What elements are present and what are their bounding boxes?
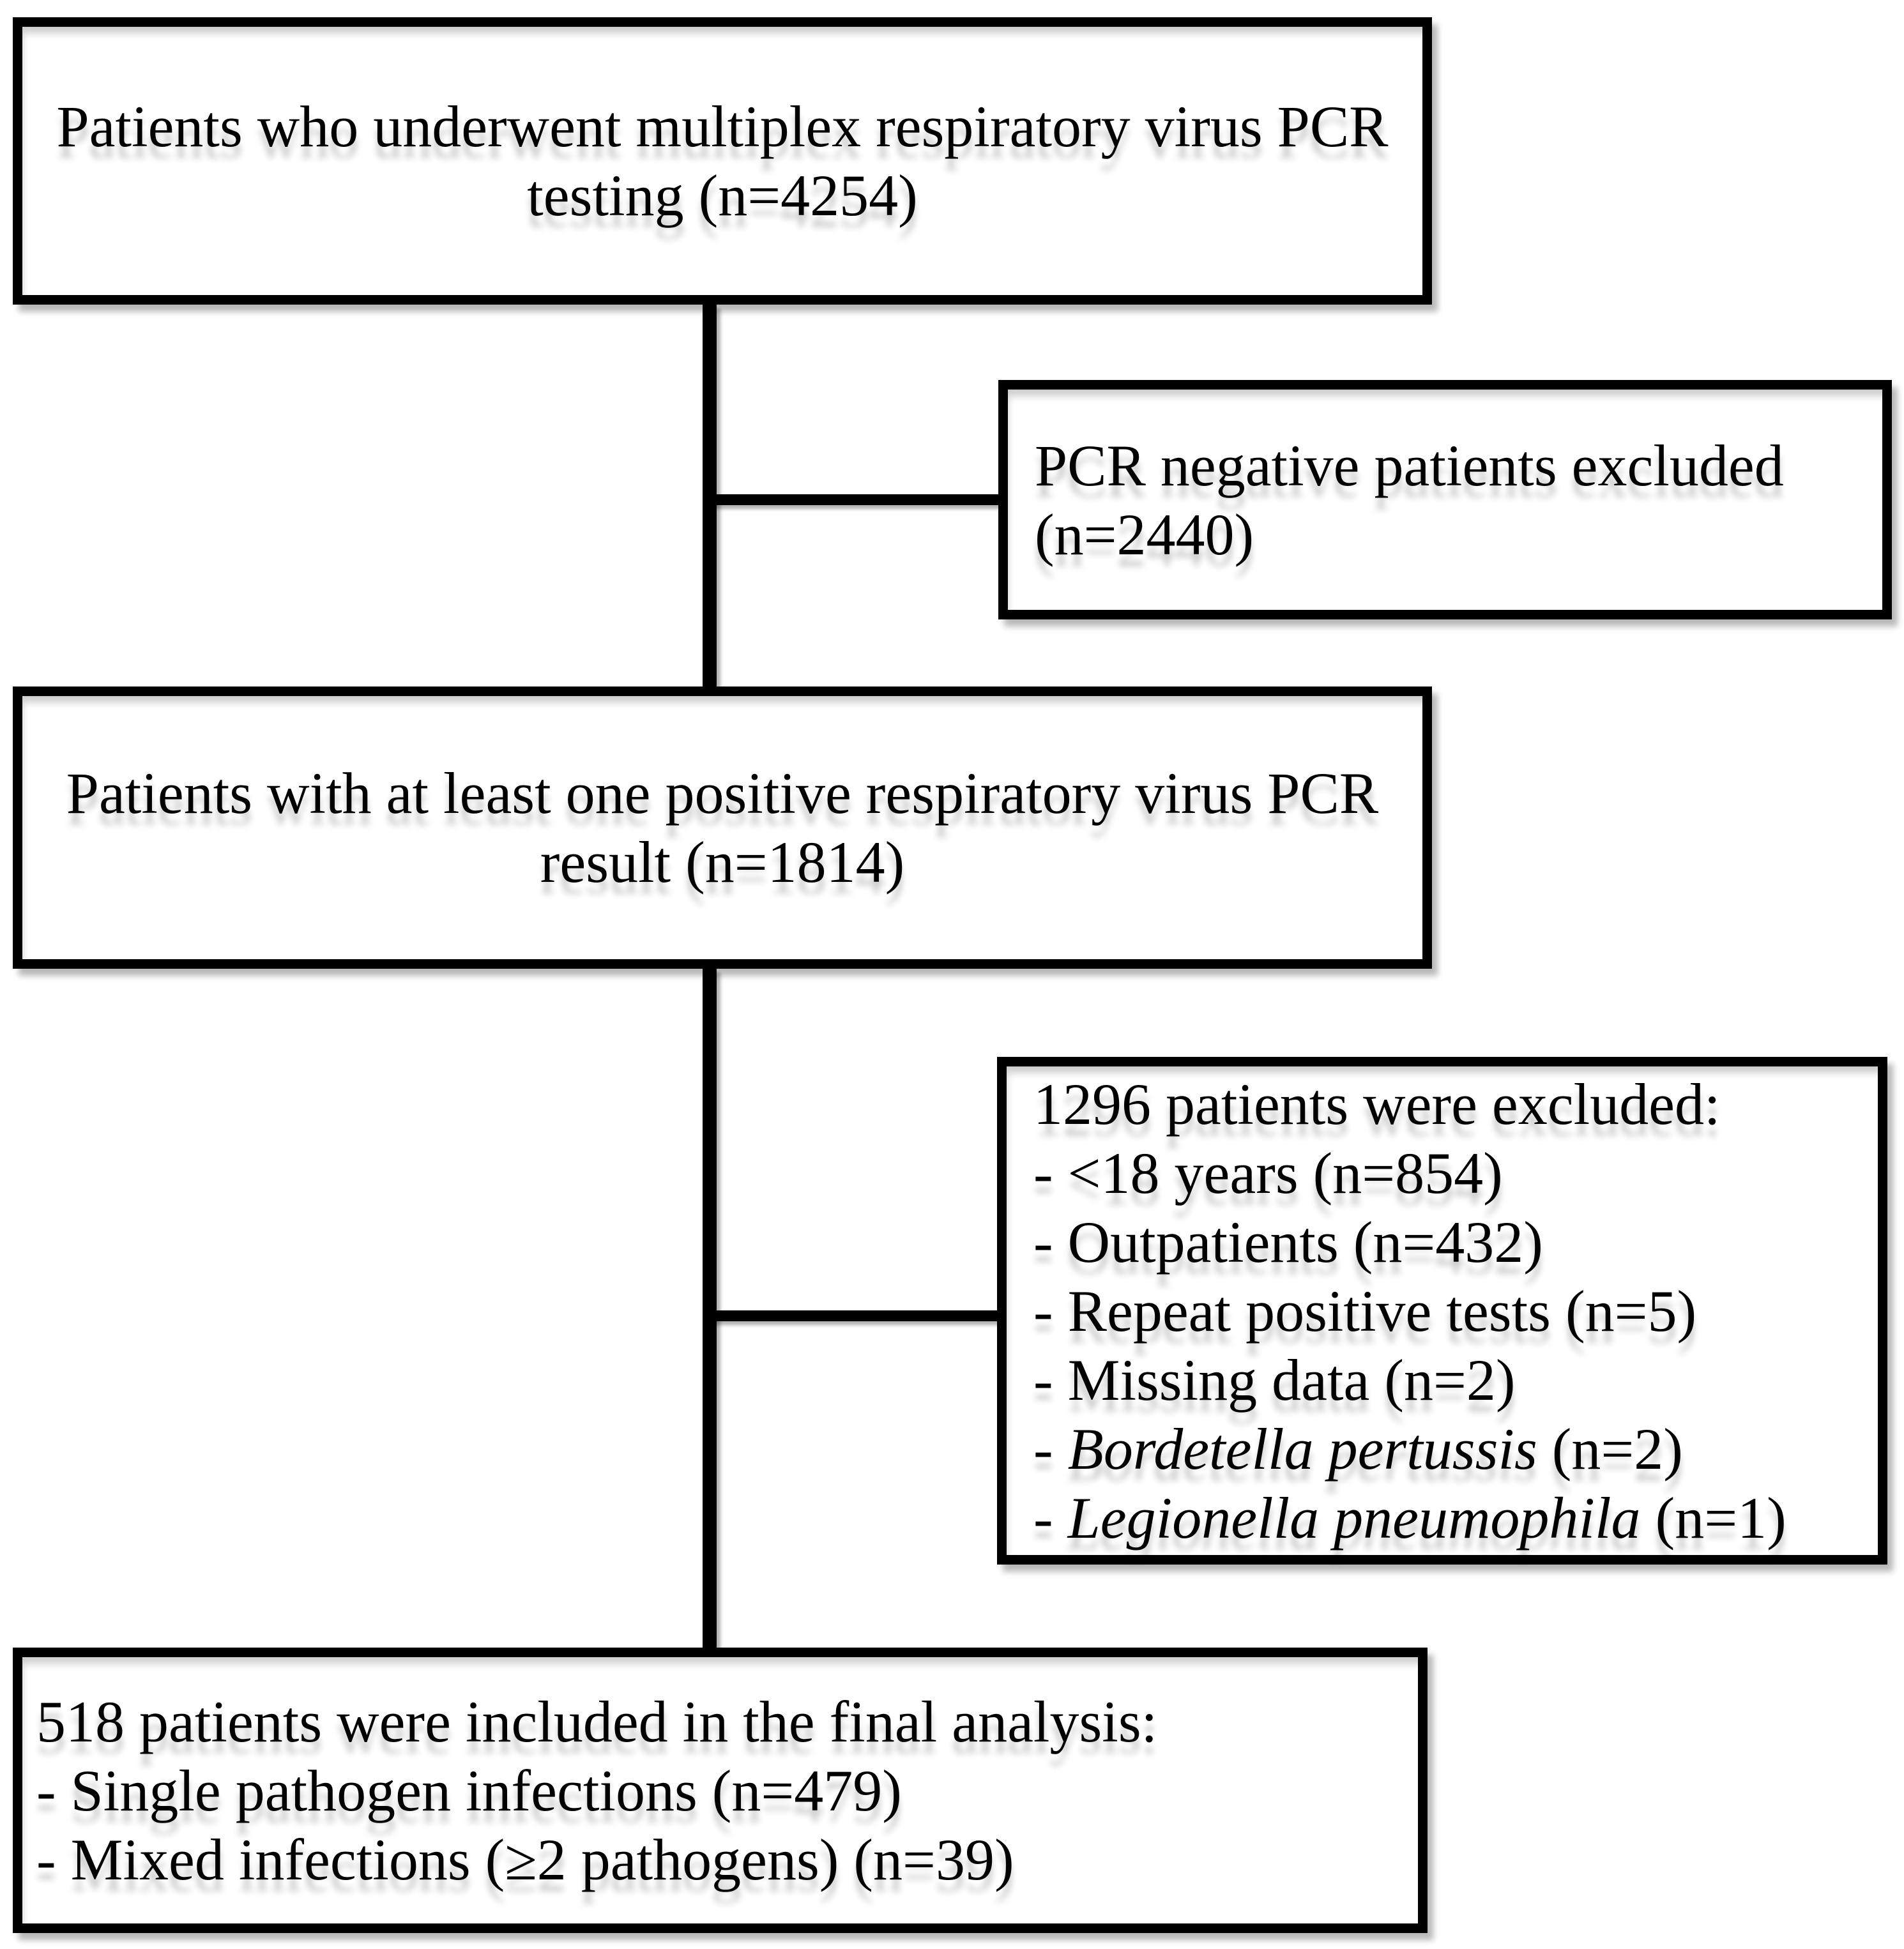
text-line: Patients who underwent multiplex respira… [56, 92, 1388, 161]
box-patients-tested: Patients who underwent multiplex respira… [13, 17, 1432, 305]
text-segment: - [1033, 1485, 1068, 1551]
box-final-analysis: 518 patients were included in the final … [13, 1648, 1428, 1933]
box-pcr-positive: Patients with at least one positive resp… [13, 686, 1432, 969]
italic-species-name: Bordetella pertussis [1067, 1416, 1537, 1482]
text-line: 1296 patients were excluded: [1033, 1070, 1721, 1139]
text-line: - <18 years (n=854) [1033, 1139, 1503, 1208]
box-pcr-negative-excluded: PCR negative patients excluded(n=2440) [998, 380, 1892, 619]
text-segment: Patients who underwent multiplex respira… [56, 94, 1389, 159]
text-segment: Patients with at least one positive resp… [66, 761, 1379, 826]
text-segment: - Outpatients (n=432) [1033, 1209, 1543, 1275]
connector-branch-to-excluded [703, 1310, 1008, 1321]
text-line: (n=2440) [1035, 500, 1254, 569]
text-segment: (n=1) [1640, 1485, 1786, 1551]
text-line: - Missing data (n=2) [1033, 1346, 1516, 1414]
text-segment: testing (n=4254) [527, 163, 918, 228]
text-line: - Legionella pneumophila (n=1) [1033, 1483, 1786, 1552]
italic-species-name: Legionella pneumophila [1067, 1485, 1641, 1551]
text-line: - Bordetella pertussis (n=2) [1033, 1414, 1683, 1483]
text-segment: - Repeat positive tests (n=5) [1033, 1278, 1697, 1344]
text-line: - Single pathogen infections (n=479) [36, 1756, 902, 1825]
text-segment: result (n=1814) [540, 830, 905, 895]
text-line: Patients with at least one positive resp… [66, 759, 1378, 828]
text-segment: - Mixed infections (≥2 pathogens) (n=39) [36, 1826, 1014, 1892]
text-segment: (n=2) [1537, 1416, 1683, 1482]
text-segment: - Single pathogen infections (n=479) [36, 1757, 902, 1823]
text-line: - Outpatients (n=432) [1033, 1208, 1543, 1277]
text-line: testing (n=4254) [527, 161, 917, 230]
text-segment: - <18 years (n=854) [1033, 1140, 1503, 1206]
text-segment: - Missing data (n=2) [1033, 1347, 1516, 1413]
text-line: - Repeat positive tests (n=5) [1033, 1277, 1696, 1346]
text-line: PCR negative patients excluded [1035, 431, 1784, 500]
text-segment: 518 patients were included in the final … [36, 1688, 1158, 1754]
text-segment: - [1033, 1416, 1068, 1482]
connector-positive-to-final [703, 969, 717, 1649]
box-excluded-1296: 1296 patients were excluded:- <18 years … [997, 1057, 1887, 1565]
connector-branch-to-pcr-negative [703, 494, 1008, 505]
text-segment: (n=2440) [1035, 501, 1254, 567]
text-segment: 1296 patients were excluded: [1033, 1071, 1721, 1137]
text-segment: PCR negative patients excluded [1035, 432, 1784, 498]
text-line: result (n=1814) [540, 828, 905, 897]
text-line: 518 patients were included in the final … [36, 1687, 1157, 1756]
text-line: - Mixed infections (≥2 pathogens) (n=39) [36, 1825, 1014, 1894]
